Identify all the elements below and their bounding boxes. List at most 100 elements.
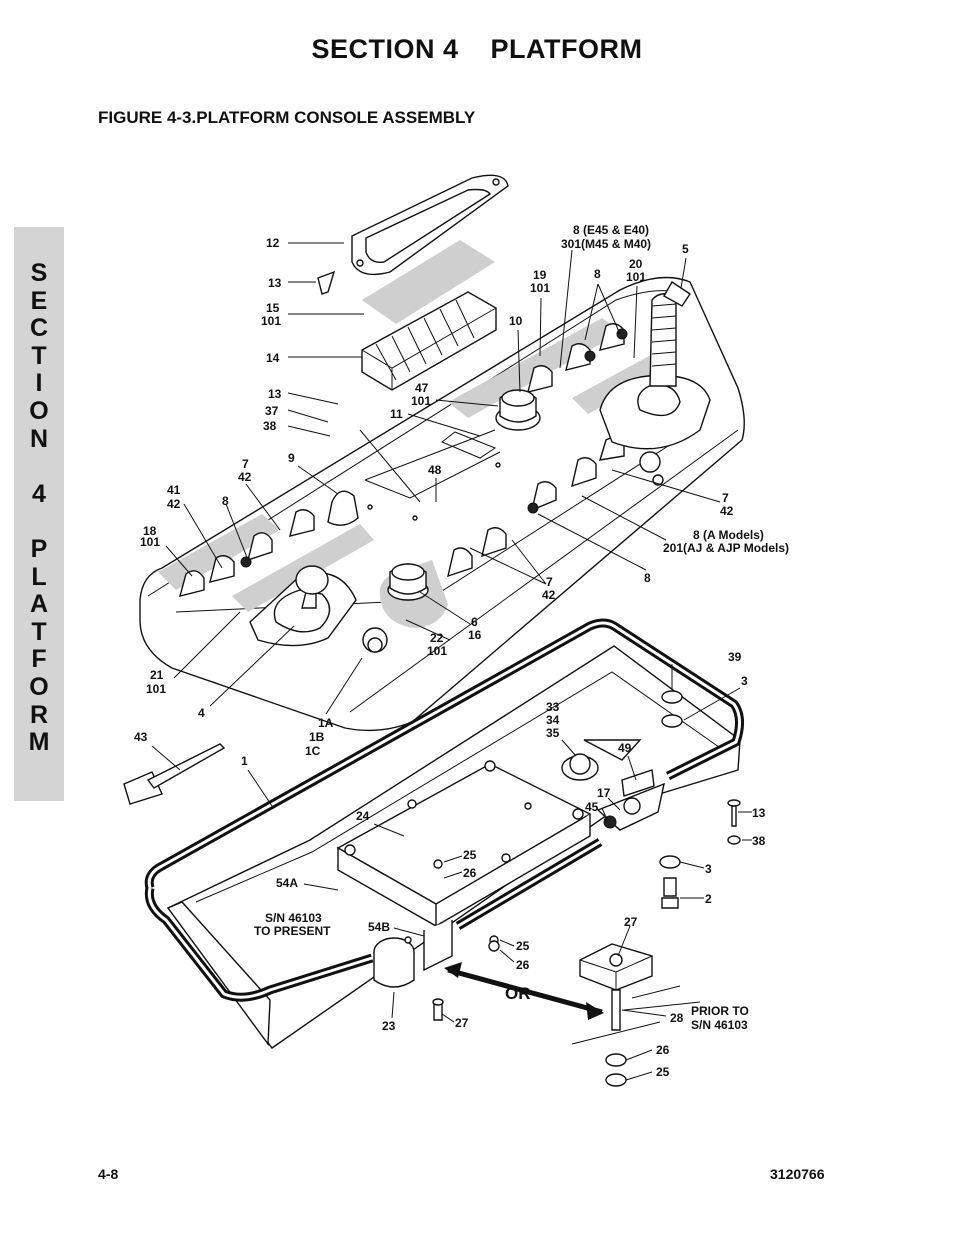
callout-7: 7: [722, 491, 729, 505]
page-number: 4-8: [98, 1166, 119, 1182]
callout-101: 101: [626, 270, 646, 284]
callout-38: 38: [263, 419, 277, 433]
callout-48: 48: [428, 463, 442, 477]
callout-4: 4: [198, 706, 205, 720]
emergency-stop-button: [495, 389, 541, 431]
document-number: 3120766: [770, 1166, 825, 1182]
callout-33: 33: [546, 700, 560, 714]
callout-8-a-models: 8 (A Models): [693, 528, 764, 542]
callout-17: 17: [597, 786, 611, 800]
callout-38: 38: [752, 834, 766, 848]
callout-1c: 1C: [305, 744, 321, 758]
side-tab-letter: O: [29, 672, 49, 701]
callout-26: 26: [656, 1043, 670, 1057]
callout-45: 45: [585, 800, 599, 814]
callout-35: 35: [546, 726, 560, 740]
callout-6: 6: [471, 615, 478, 629]
buzzer: [373, 936, 415, 988]
or-label: OR: [505, 984, 531, 1003]
callout-1a: 1A: [318, 716, 334, 730]
callout-1b: 1B: [309, 730, 325, 744]
joystick-left: [249, 565, 357, 647]
side-tab-letter: C: [29, 314, 49, 343]
side-tab-letter: A: [29, 590, 49, 619]
side-tab-letter: I: [35, 369, 43, 398]
callout-27: 27: [455, 1016, 469, 1030]
callout-3: 3: [741, 674, 748, 688]
bolt-right: [727, 799, 741, 845]
callout-23: 23: [382, 1019, 396, 1033]
callout-21: 21: [150, 668, 164, 682]
callout-8-e45-e40: 8 (E45 & E40): [573, 223, 649, 237]
callout-49: 49: [618, 741, 632, 755]
callout-47: 47: [415, 381, 429, 395]
callout-42: 42: [167, 497, 181, 511]
callout-12: 12: [266, 236, 280, 250]
washer-stack-top: [661, 690, 683, 728]
callout-28: 28: [670, 1011, 684, 1025]
callout-8: 8: [644, 571, 651, 585]
callout-13: 13: [268, 387, 282, 401]
callout-26: 26: [516, 958, 530, 972]
rotary-knob: [387, 563, 429, 601]
callout-9: 9: [288, 451, 295, 465]
callout-22: 22: [430, 631, 444, 645]
side-tab-letter: 4: [32, 479, 46, 508]
bolt-bottom: [659, 855, 681, 909]
callout-10: 10: [509, 314, 523, 328]
horn-button: [327, 490, 359, 526]
callout-5: 5: [682, 242, 689, 256]
callout-19: 19: [533, 268, 547, 282]
callout-2: 2: [705, 892, 712, 906]
side-tab-letter: R: [29, 700, 49, 729]
mounting-bracket: [596, 769, 665, 831]
callout-41: 41: [167, 483, 181, 497]
callout-42: 42: [720, 504, 734, 518]
callout-54b: 54B: [368, 920, 390, 934]
callout-3: 3: [705, 862, 712, 876]
section-header: SECTION 4 PLATFORM: [311, 34, 643, 64]
side-tab-letter: F: [31, 645, 47, 674]
callout-25: 25: [463, 848, 477, 862]
serial-number-current: S/N 46103: [265, 911, 322, 925]
callout-101: 101: [411, 394, 431, 408]
side-tab-letter: E: [30, 286, 48, 315]
callout-27: 27: [624, 915, 638, 929]
callout-labels: 12 13 15 101 14 13 37 38 8 (E45 & E40) 3…: [134, 223, 789, 1079]
callout-8: 8: [594, 267, 601, 281]
callout-42: 42: [542, 588, 556, 602]
callout-26: 26: [463, 866, 477, 880]
callout-18: 18: [143, 524, 157, 538]
callout-13: 13: [268, 276, 282, 290]
bolt-lower-left: [432, 998, 444, 1021]
manual-holder: [123, 743, 226, 805]
side-tab-letter: T: [31, 341, 47, 370]
callout-7: 7: [546, 575, 553, 589]
callout-25: 25: [516, 939, 530, 953]
callout-101: 101: [261, 314, 281, 328]
side-tab-letter: O: [29, 396, 49, 425]
electrical-connector: [561, 739, 642, 781]
callout-11: 11: [390, 407, 403, 421]
or-arrow: [444, 962, 604, 1020]
joystick-right: [599, 281, 711, 450]
side-tab-letter: M: [28, 728, 50, 757]
side-tab-letter: N: [29, 424, 49, 453]
callout-37: 37: [265, 404, 279, 418]
callout-13: 13: [752, 806, 766, 820]
serial-number-prior: S/N 46103: [691, 1018, 748, 1032]
switch-module: [361, 291, 497, 391]
cover-plate: [351, 174, 509, 276]
side-tab-letter: L: [31, 562, 47, 591]
callout-14: 14: [266, 351, 280, 365]
side-tab-letter: P: [30, 534, 48, 563]
gasket: [362, 240, 495, 324]
callout-101: 101: [146, 682, 166, 696]
leader-lines: [151, 242, 752, 1081]
to-present-label: TO PRESENT: [254, 924, 331, 938]
screw-top: [317, 270, 336, 295]
side-tab-letter: T: [31, 617, 47, 646]
callout-39: 39: [728, 650, 742, 664]
callout-16: 16: [468, 628, 482, 642]
